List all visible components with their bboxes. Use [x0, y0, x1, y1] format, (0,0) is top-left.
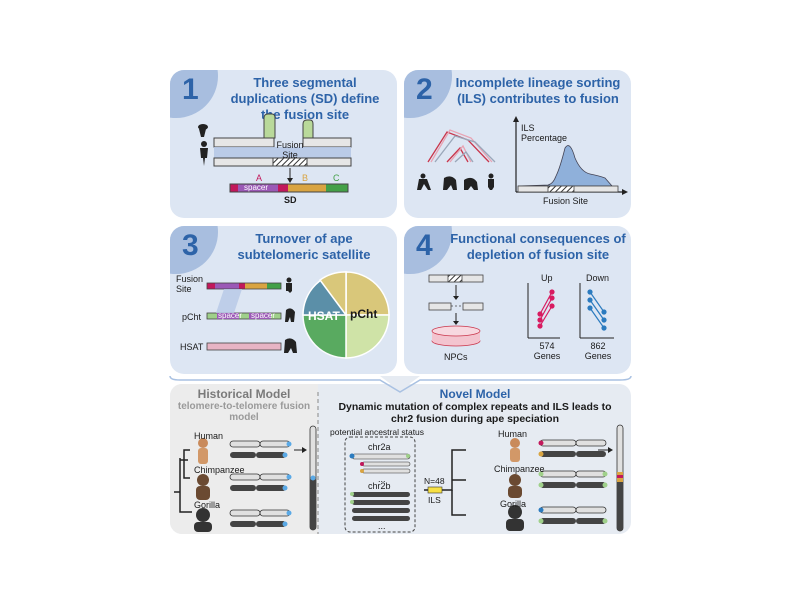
p3-ape-icons	[284, 277, 297, 353]
p4-up-genes-label: 574 Genes	[533, 341, 561, 361]
ellipsis-1: ...	[378, 474, 386, 484]
p4-down-genes-label: 862 Genes	[584, 341, 612, 361]
connector-notch	[380, 376, 420, 391]
panel-4: 4 Functional consequences of depletion o…	[404, 226, 631, 374]
historical-apes	[194, 438, 212, 532]
p1-fusion-site-hatched	[272, 157, 308, 167]
p1-chromosome-top-right	[302, 137, 352, 148]
p3-pcht-bar	[206, 312, 282, 320]
novel-chromosomes	[538, 424, 624, 532]
p3-fusion-site-label: Fusion Site	[176, 274, 204, 294]
p4-crispr-diagram	[428, 274, 484, 325]
p2-phylogeny	[427, 129, 496, 163]
p1-spacer-label: spacer	[244, 183, 269, 192]
p1-sd-c	[326, 184, 348, 192]
p3-pie	[302, 271, 390, 359]
panel-1: 1 Three segmental duplications (SD) defi…	[170, 70, 397, 218]
ils-marker	[427, 486, 443, 494]
p3-pie-pcht-label: pCht	[350, 307, 378, 321]
p3-hsat-label: HSAT	[180, 342, 204, 352]
ils-label: ILS	[428, 495, 441, 505]
p2-ape-icons	[417, 173, 494, 190]
historical-tree	[174, 449, 192, 513]
p4-npc-dish	[431, 325, 481, 347]
panel-4-badge: 4	[404, 226, 454, 276]
p1-homology-band	[274, 147, 303, 158]
p1-fusion-site-label: Fusion Site	[276, 140, 304, 160]
p2-ils-axis-label: ILS Percentage	[521, 123, 568, 143]
p1-duplication-right	[302, 119, 314, 139]
p3-homology-link	[216, 289, 242, 313]
chr2b-label: chr2b	[368, 481, 391, 491]
novel-human-label: Human	[498, 429, 528, 439]
p1-sd-a-left	[230, 184, 238, 192]
novel-subtitle: Dynamic mutation of complex repeats and …	[338, 401, 612, 425]
historical-chimp-label: Chimpanzee	[194, 465, 245, 475]
novel-chimp-label: Chimpanzee	[494, 464, 545, 474]
p4-up-plot	[527, 283, 560, 339]
p4-down-plot	[579, 283, 614, 339]
panel-3-badge: 3	[170, 226, 220, 276]
p3-spacer-label-1: spacer	[218, 311, 243, 320]
panel-3-title: Turnover of ape subtelomeric satellite	[237, 231, 371, 262]
p1-chromosome-top-left	[213, 137, 275, 148]
p3-hsat-bar	[206, 342, 282, 351]
panel-4-title: Functional consequences of depletion of …	[450, 231, 626, 262]
p2-ils-curve	[517, 145, 613, 187]
p1-sd-a-right	[278, 184, 288, 192]
p1-segment-a-label: A	[256, 173, 263, 183]
chr2a-label: chr2a	[368, 442, 391, 452]
novel-title: Novel Model	[439, 387, 511, 401]
p4-up-label: Up	[541, 273, 553, 283]
novel-gorilla-label: Gorilla	[500, 499, 527, 509]
p1-sd-spacer	[238, 184, 278, 192]
p3-pcht-label: pCht	[182, 312, 202, 322]
panel-1-badge: 1	[170, 70, 220, 120]
p4-npcs-label: NPCs	[444, 352, 468, 362]
p1-sd-label: SD	[284, 195, 297, 205]
historical-bg	[170, 384, 318, 534]
novel-apes	[506, 438, 524, 531]
p3-fusion-site-bar	[206, 282, 282, 290]
ancestral-box	[344, 436, 416, 533]
p1-sd-b	[288, 184, 326, 192]
p1-chimp-icon	[198, 124, 208, 137]
p3-pie-hsat-label: HSAT	[308, 309, 340, 323]
p2-fusion-site-label: Fusion Site	[543, 196, 589, 206]
historical-human-label: Human	[194, 431, 224, 441]
p4-down-label: Down	[586, 273, 610, 283]
p1-segment-c-label: C	[333, 173, 340, 183]
p1-human-icon	[200, 141, 208, 166]
historical-chromosomes	[229, 425, 317, 531]
p3-spacer-label-2: spacer	[251, 311, 276, 320]
panel-2-badge: 2	[404, 70, 454, 120]
p1-duplication-left	[263, 113, 276, 139]
ellipsis-2: ...	[378, 521, 386, 531]
historical-subtitle: telomere-to-telomere fusion model	[177, 401, 311, 423]
n-label: N=48	[424, 476, 445, 486]
historical-title: Historical Model	[197, 387, 291, 401]
panel-2-title: Incomplete lineage sorting (ILS) contrib…	[455, 75, 621, 106]
p1-segment-b-label: B	[302, 173, 309, 183]
historical-gorilla-label: Gorilla	[194, 500, 221, 510]
ancestral-label: potential ancestral status	[330, 427, 425, 437]
ancestral-chromosomes	[349, 453, 411, 521]
panel-1-title: Three segmental duplications (SD) define…	[230, 75, 380, 122]
